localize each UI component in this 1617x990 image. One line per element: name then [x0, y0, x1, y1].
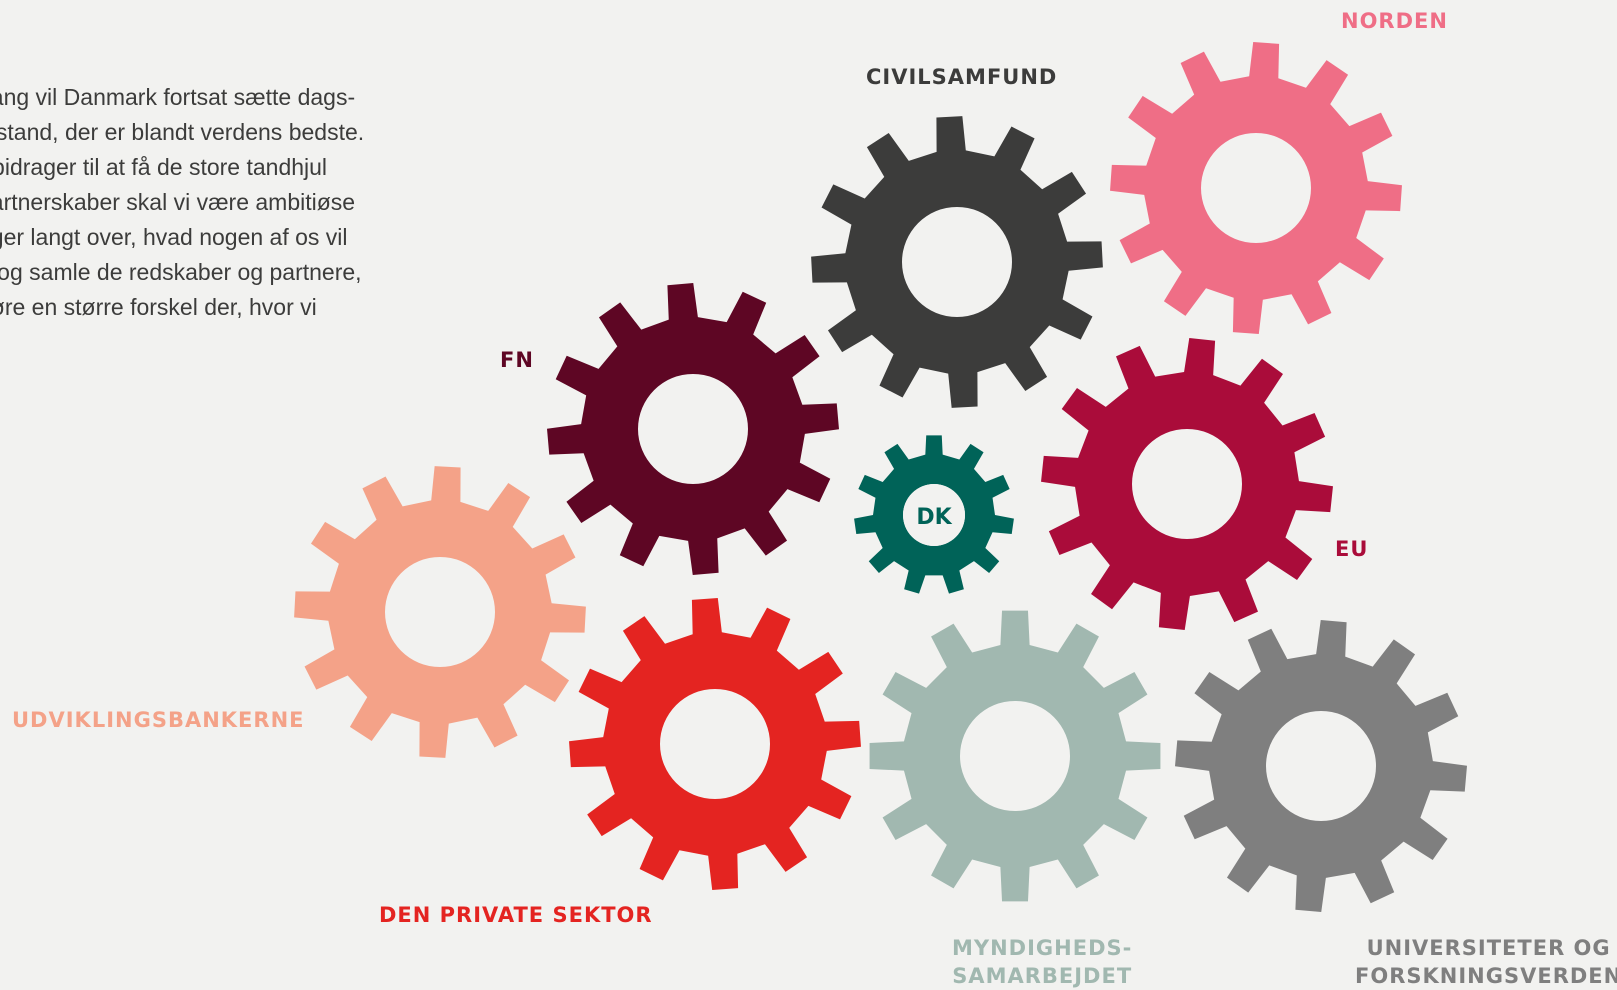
- intro-line: gøre en større forskel der, hvor vi: [0, 294, 317, 320]
- gear-civilsamfund: [811, 116, 1103, 408]
- intro-text: gang vil Danmark fortsat sætte dags- bis…: [0, 80, 448, 325]
- gear-fn: [547, 283, 839, 575]
- label-privat: DEN PRIVATE SEKTOR: [379, 903, 653, 927]
- gear-norden: [1110, 42, 1402, 334]
- intro-line: partnerskaber skal vi være ambitiøse: [0, 189, 356, 215]
- label-udviklingsbankerne: UDVIKLINGSBANKERNE: [12, 708, 305, 732]
- label-universiteter-line2: FORSKNINGSVERDEN: [1355, 964, 1617, 988]
- intro-line: gang vil Danmark fortsat sætte dags-: [0, 84, 356, 110]
- intro-line: gger langt over, hvad nogen af os vil: [0, 224, 348, 250]
- intro-line: r bidrager til at få de store tandhjul: [0, 154, 328, 180]
- label-myndigheder-line1: MYNDIGHEDS-: [952, 936, 1133, 960]
- label-universiteter-line1: UNIVERSITETER OG: [1366, 936, 1611, 960]
- label-myndigheder-line2: SAMARBEJDET: [952, 964, 1133, 988]
- label-norden: NORDEN: [1341, 9, 1448, 33]
- gear-dk: [854, 435, 1014, 594]
- gear-myndigheder: [869, 610, 1161, 902]
- gear-eu: [1041, 338, 1333, 630]
- label-universiteter: UNIVERSITETER OG FORSKNINGSVERDEN: [1355, 934, 1617, 990]
- label-fn: FN: [500, 348, 534, 372]
- gear-dk-hub: [903, 484, 965, 546]
- gear-privat: [569, 598, 861, 890]
- gear-dk-label: DK: [916, 505, 952, 530]
- label-eu: EU: [1335, 537, 1369, 561]
- label-myndigheder: MYNDIGHEDS- SAMARBEJDET: [952, 934, 1132, 990]
- gear-universiteter: [1175, 620, 1467, 912]
- intro-line: e og samle de redskaber og partnere,: [0, 259, 362, 285]
- intro-line: bistand, der er blandt verdens bedste.: [0, 119, 365, 145]
- gear-udviklingsbankerne: [294, 466, 586, 758]
- label-civilsamfund: CIVILSAMFUND: [866, 65, 1058, 89]
